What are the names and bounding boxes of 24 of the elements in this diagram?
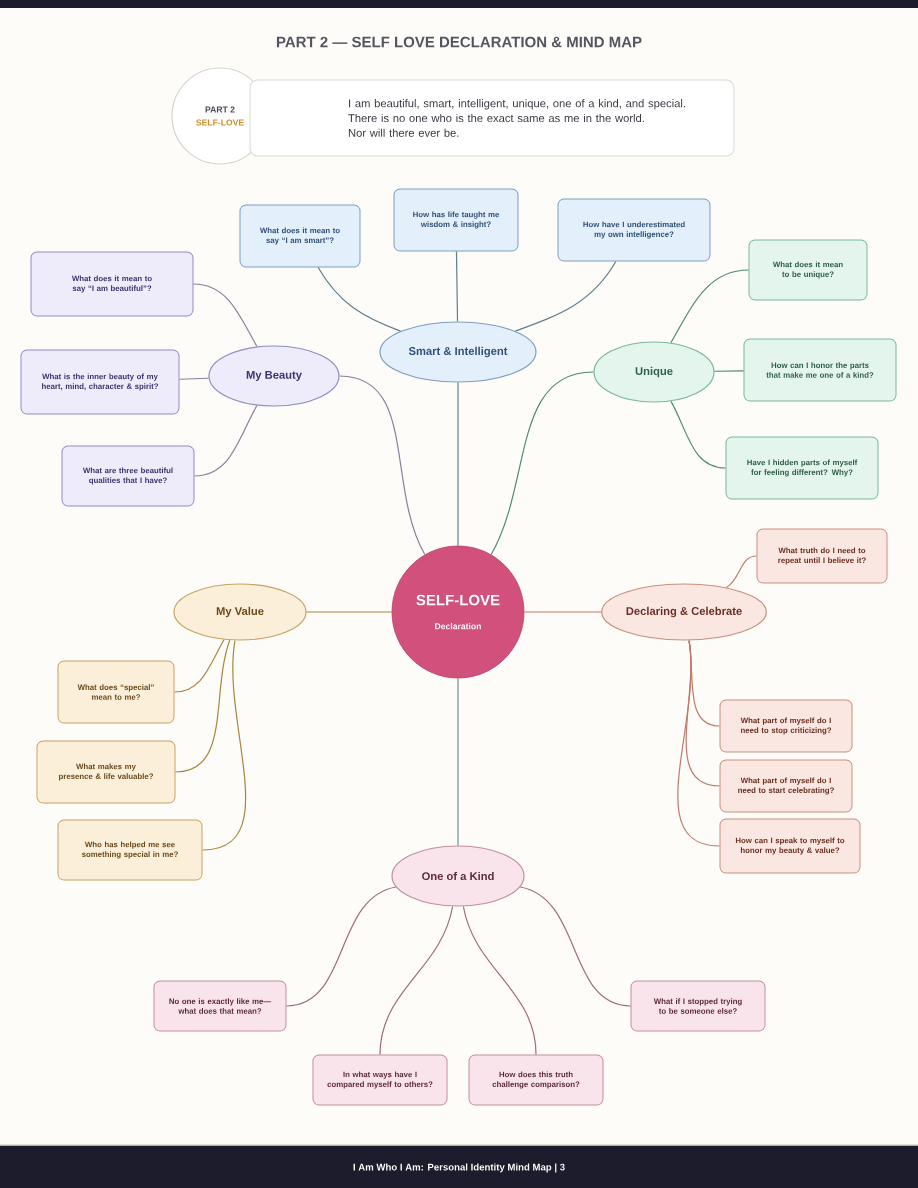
connector-line [677,639,721,847]
connector-line [714,370,745,372]
connector-line [457,382,459,547]
connector-line [201,639,247,851]
connector-line [173,639,225,693]
connector-line [455,250,459,322]
connector-line [490,371,594,556]
connector-line [670,400,727,469]
connector-line [670,269,750,344]
connector-line [285,886,397,1007]
connector-line [174,639,231,773]
connector-line [317,266,402,332]
connector-line [523,611,602,613]
connector-line [462,905,537,1056]
connector-line [457,677,459,846]
connector-line [192,283,258,348]
connector-line [519,886,632,1007]
connector-line [514,260,617,332]
connector-line [339,375,426,556]
connector-line [379,905,454,1056]
connector-line [725,555,758,589]
connector-line [306,611,393,613]
connector-line [193,404,258,477]
connector-line [178,377,210,380]
